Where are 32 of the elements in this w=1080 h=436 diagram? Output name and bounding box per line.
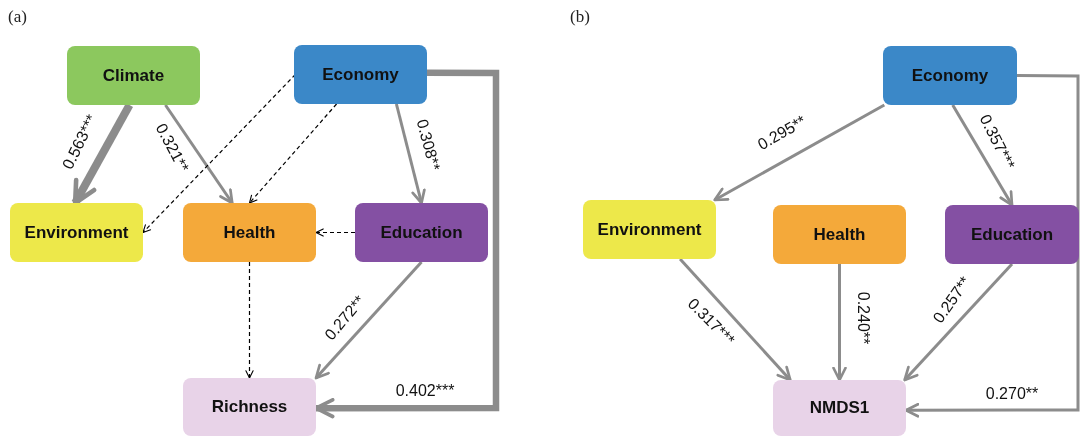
- arrow: [679, 258, 792, 382]
- variable-box: NMDS1: [773, 380, 906, 436]
- variable-box: Economy: [294, 45, 427, 104]
- panel-label: (a): [8, 6, 27, 28]
- edge-label: 0.308**: [413, 117, 443, 173]
- arrow: [903, 263, 1014, 382]
- arrow: [248, 103, 338, 204]
- arrow: [315, 228, 356, 237]
- edge-label: 0.402***: [395, 383, 455, 399]
- arrow: [394, 103, 426, 205]
- variable-box: Richness: [183, 378, 316, 436]
- edge-label: 0.270**: [985, 386, 1039, 402]
- variable-box: Economy: [883, 46, 1017, 105]
- variable-box: Environment: [583, 200, 716, 259]
- arrow: [164, 104, 234, 205]
- edge-label: 0.240**: [855, 291, 871, 345]
- variable-box: Climate: [67, 46, 200, 105]
- variable-box: Environment: [10, 203, 143, 262]
- variable-box: Education: [945, 205, 1079, 264]
- arrow: [713, 103, 886, 202]
- arrow: [71, 103, 133, 206]
- variable-box: Health: [183, 203, 316, 262]
- arrow: [245, 261, 254, 379]
- panel-label: (b): [570, 6, 590, 28]
- arrow: [904, 74, 1080, 418]
- arrow: [314, 261, 423, 380]
- arrow: [142, 73, 296, 234]
- arrow: [314, 69, 500, 419]
- variable-box: Health: [773, 205, 906, 264]
- arrow: [832, 264, 847, 382]
- variable-box: Education: [355, 203, 488, 262]
- arrow: [951, 104, 1014, 207]
